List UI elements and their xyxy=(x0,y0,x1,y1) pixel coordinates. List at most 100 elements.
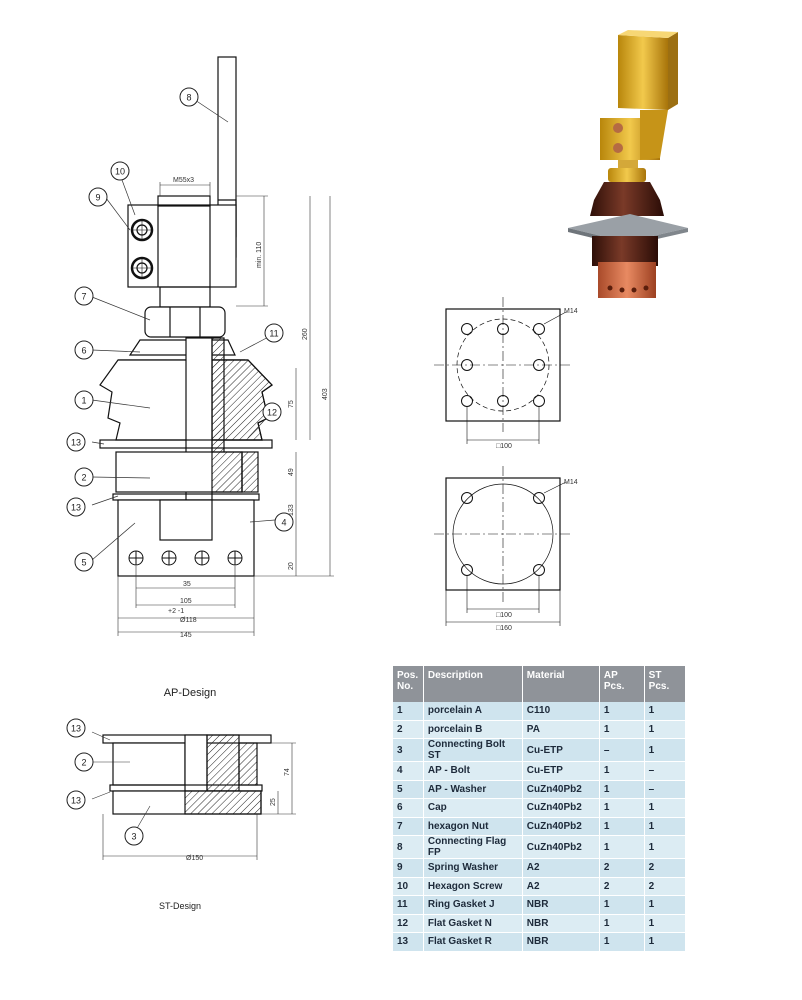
cell-pos: 11 xyxy=(393,895,424,915)
cell-material: A2 xyxy=(522,877,600,896)
ap-design-caption: AP-Design xyxy=(163,687,217,699)
cell-st-pcs: – xyxy=(644,780,687,799)
cell-ap-pcs: 1 xyxy=(599,835,645,859)
header-ap-pcs: AP Pcs. xyxy=(599,666,645,702)
cell-pos: 12 xyxy=(393,914,424,933)
cell-material: CuZn40Pb2 xyxy=(522,817,600,836)
st-design-drawing xyxy=(102,734,272,815)
cell-material: CuZn40Pb2 xyxy=(522,780,600,799)
dim-25: 25 xyxy=(270,798,277,806)
parts-list-table: Pos. No. Description Material AP Pcs. ST… xyxy=(393,666,687,952)
cell-ap-pcs: 1 xyxy=(599,932,645,952)
bushing-3d-render xyxy=(568,30,688,298)
cell-material: NBR xyxy=(522,895,600,915)
cell-ap-pcs: 1 xyxy=(599,702,645,721)
svg-text:6: 6 xyxy=(81,346,86,356)
cell-pos: 4 xyxy=(393,761,424,781)
cell-st-pcs: 1 xyxy=(644,720,687,739)
callout-13-top: 13 xyxy=(66,432,86,452)
dim-35: 35 xyxy=(183,581,191,588)
cell-material: C110 xyxy=(522,702,600,721)
cell-st-pcs: 1 xyxy=(644,895,687,915)
callout-4: 4 xyxy=(274,512,294,532)
cell-st-pcs: 2 xyxy=(644,858,687,878)
cell-material: NBR xyxy=(522,932,600,952)
callout-11: 11 xyxy=(264,323,284,343)
svg-text:10: 10 xyxy=(115,167,125,177)
cell-st-pcs: 1 xyxy=(644,798,687,818)
callout-2: 2 xyxy=(74,467,94,487)
callout-3-st: 3 xyxy=(124,826,144,846)
dim-133: 133 xyxy=(288,504,295,516)
cell-description: Connecting Bolt ST xyxy=(423,738,523,762)
cell-ap-pcs: 1 xyxy=(599,914,645,933)
cell-description: Ring Gasket J xyxy=(423,895,523,915)
cell-material: A2 xyxy=(522,858,600,878)
svg-text:13: 13 xyxy=(71,796,81,806)
cell-ap-pcs: 2 xyxy=(599,858,645,878)
cell-ap-pcs: 1 xyxy=(599,780,645,799)
svg-text:9: 9 xyxy=(95,193,100,203)
cell-description: AP - Bolt xyxy=(423,761,523,781)
dim-m14-b: M14 xyxy=(564,479,578,486)
cell-description: porcelain A xyxy=(423,702,523,721)
cell-st-pcs: – xyxy=(644,761,687,781)
svg-text:2: 2 xyxy=(81,473,86,483)
header-description: Description xyxy=(423,666,523,702)
main-dimension-lines xyxy=(117,182,334,636)
dim-min110: min. 110 xyxy=(256,242,263,268)
cell-st-pcs: 1 xyxy=(644,932,687,952)
svg-text:11: 11 xyxy=(269,329,278,339)
cell-description: AP - Washer xyxy=(423,780,523,799)
st-dimension-lines xyxy=(91,731,296,860)
svg-text:7: 7 xyxy=(81,292,86,302)
cell-ap-pcs: 1 xyxy=(599,798,645,818)
cell-pos: 7 xyxy=(393,817,424,836)
cell-description: Spring Washer xyxy=(423,858,523,878)
st-design-caption: ST-Design xyxy=(158,901,202,911)
dim-sq160: □160 xyxy=(496,625,512,632)
svg-text:1: 1 xyxy=(81,396,86,406)
callout-6: 6 xyxy=(74,340,94,360)
cell-ap-pcs: – xyxy=(599,738,645,762)
dim-403: 403 xyxy=(322,388,329,400)
header-material: Material xyxy=(522,666,600,702)
cell-pos: 3 xyxy=(393,738,424,762)
callout-7: 7 xyxy=(74,286,94,306)
dim-260: 260 xyxy=(302,328,309,340)
dim-145: 145 xyxy=(180,632,192,639)
cell-description: Flat Gasket N xyxy=(423,914,523,933)
dim-49: 49 xyxy=(288,468,295,476)
cell-pos: 10 xyxy=(393,877,424,896)
cell-pos: 8 xyxy=(393,835,424,859)
cell-pos: 13 xyxy=(393,932,424,952)
cell-st-pcs: 1 xyxy=(644,914,687,933)
cell-material: Cu-ETP xyxy=(522,738,600,762)
cell-description: porcelain B xyxy=(423,720,523,739)
svg-text:5: 5 xyxy=(81,558,86,568)
top-view-plate-ap xyxy=(434,297,572,444)
dim-75: 75 xyxy=(288,400,295,408)
dim-m14-a: M14 xyxy=(564,308,578,315)
svg-text:4: 4 xyxy=(281,518,286,528)
callout-13-st-low: 13 xyxy=(66,790,86,810)
cell-st-pcs: 1 xyxy=(644,835,687,859)
dim-105: 105 xyxy=(180,598,192,605)
dim-74: 74 xyxy=(284,768,291,776)
cell-description: Flat Gasket R xyxy=(423,932,523,952)
callout-5: 5 xyxy=(74,552,94,572)
cell-material: CuZn40Pb2 xyxy=(522,798,600,818)
cell-pos: 6 xyxy=(393,798,424,818)
callout-9: 9 xyxy=(88,187,108,207)
svg-text:3: 3 xyxy=(131,832,136,842)
cell-st-pcs: 1 xyxy=(644,817,687,836)
cell-st-pcs: 1 xyxy=(644,738,687,762)
